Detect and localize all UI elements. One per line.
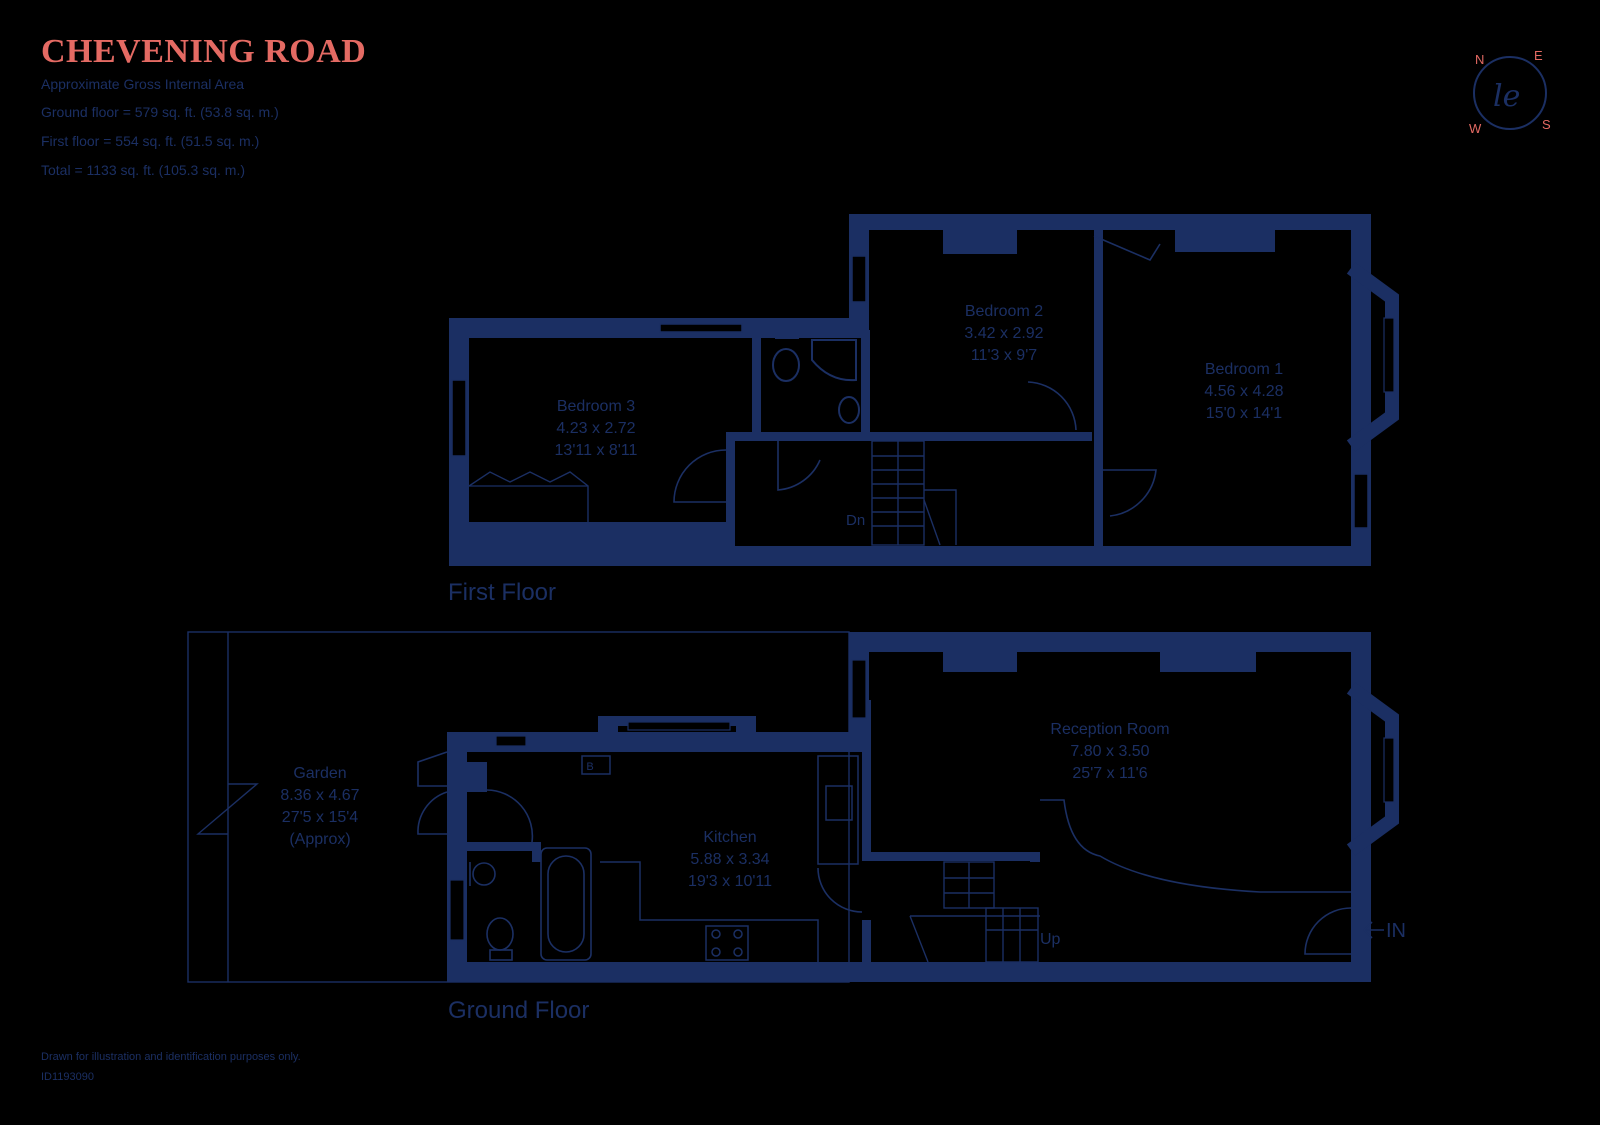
kitchen-name: Kitchen: [703, 829, 756, 846]
ground-floor-area: Ground floor = 579 sq. ft. (53.8 sq. m.): [41, 104, 279, 120]
reception-imperial: 25'7 x 11'6: [1072, 765, 1147, 782]
first-floor-label: First Floor: [448, 579, 556, 606]
reception-name: Reception Room: [1050, 721, 1169, 738]
plan-title: CHEVENING ROAD: [41, 33, 367, 70]
compass-icon: N E S W le: [1469, 48, 1551, 136]
garden-name: Garden: [293, 765, 346, 782]
ground-floor-doors: [417, 751, 1352, 955]
ground-floor-stairs: [909, 861, 1040, 963]
garden-note: (Approx): [289, 831, 350, 848]
bedroom-3-name: Bedroom 3: [557, 398, 635, 415]
ground-floor-walls: [447, 632, 1371, 982]
kitchen-metric: 5.88 x 3.34: [690, 851, 769, 868]
compass-s: S: [1542, 117, 1551, 132]
first-floor-doors: [673, 235, 1161, 517]
bedroom-3-metric: 4.23 x 2.72: [556, 420, 635, 437]
kitchen-units: [581, 755, 859, 962]
bedroom-2-metric: 3.42 x 2.92: [964, 325, 1043, 342]
first-floor: Bedroom 2 3.42 x 2.92 11'3 x 9'7 Bedroom…: [448, 214, 1399, 606]
compass-e: E: [1534, 48, 1543, 63]
stairs-up-label: Up: [1040, 931, 1061, 948]
disclaimer: Drawn for illustration and identificatio…: [41, 1051, 301, 1063]
first-floor-stairs: [871, 440, 957, 546]
garden-outline: [187, 631, 850, 983]
ground-floor-label: Ground Floor: [448, 997, 589, 1024]
bedroom-3-imperial: 13'11 x 8'11: [555, 442, 638, 459]
stairs-down-label: Dn: [846, 512, 865, 529]
ground-bathroom-fixtures: [469, 847, 592, 961]
reference-id: ID1193090: [41, 1071, 95, 1083]
area-subtitle: Approximate Gross Internal Area: [41, 76, 245, 92]
bedroom-1-metric: 4.56 x 4.28: [1204, 383, 1283, 400]
bedroom-2-imperial: 11'3 x 9'7: [971, 347, 1037, 364]
entrance-arrow-icon: [1362, 921, 1384, 939]
compass-w: W: [1469, 121, 1482, 136]
bedroom-1-name: Bedroom 1: [1205, 361, 1283, 378]
compass-n: N: [1475, 52, 1484, 67]
kitchen-imperial: 19'3 x 10'11: [688, 873, 772, 890]
reception-metric: 7.80 x 3.50: [1070, 743, 1149, 760]
first-floor-area: First floor = 554 sq. ft. (51.5 sq. m.): [41, 133, 260, 149]
first-floor-windows: [451, 255, 1369, 529]
ground-floor: B: [187, 631, 1406, 1024]
bedroom-2-name: Bedroom 2: [965, 303, 1043, 320]
total-area: Total = 1133 sq. ft. (105.3 sq. m.): [41, 162, 246, 178]
bedroom-1-imperial: 15'0 x 14'1: [1206, 405, 1282, 422]
garden-metric: 8.36 x 4.67: [280, 787, 359, 804]
first-floor-bathroom-fixtures: [772, 327, 860, 424]
entrance-label: IN: [1386, 920, 1406, 942]
boiler-label: B: [586, 761, 593, 773]
garden-imperial: 27'5 x 15'4: [282, 809, 358, 826]
logo-mark: le: [1493, 79, 1520, 114]
